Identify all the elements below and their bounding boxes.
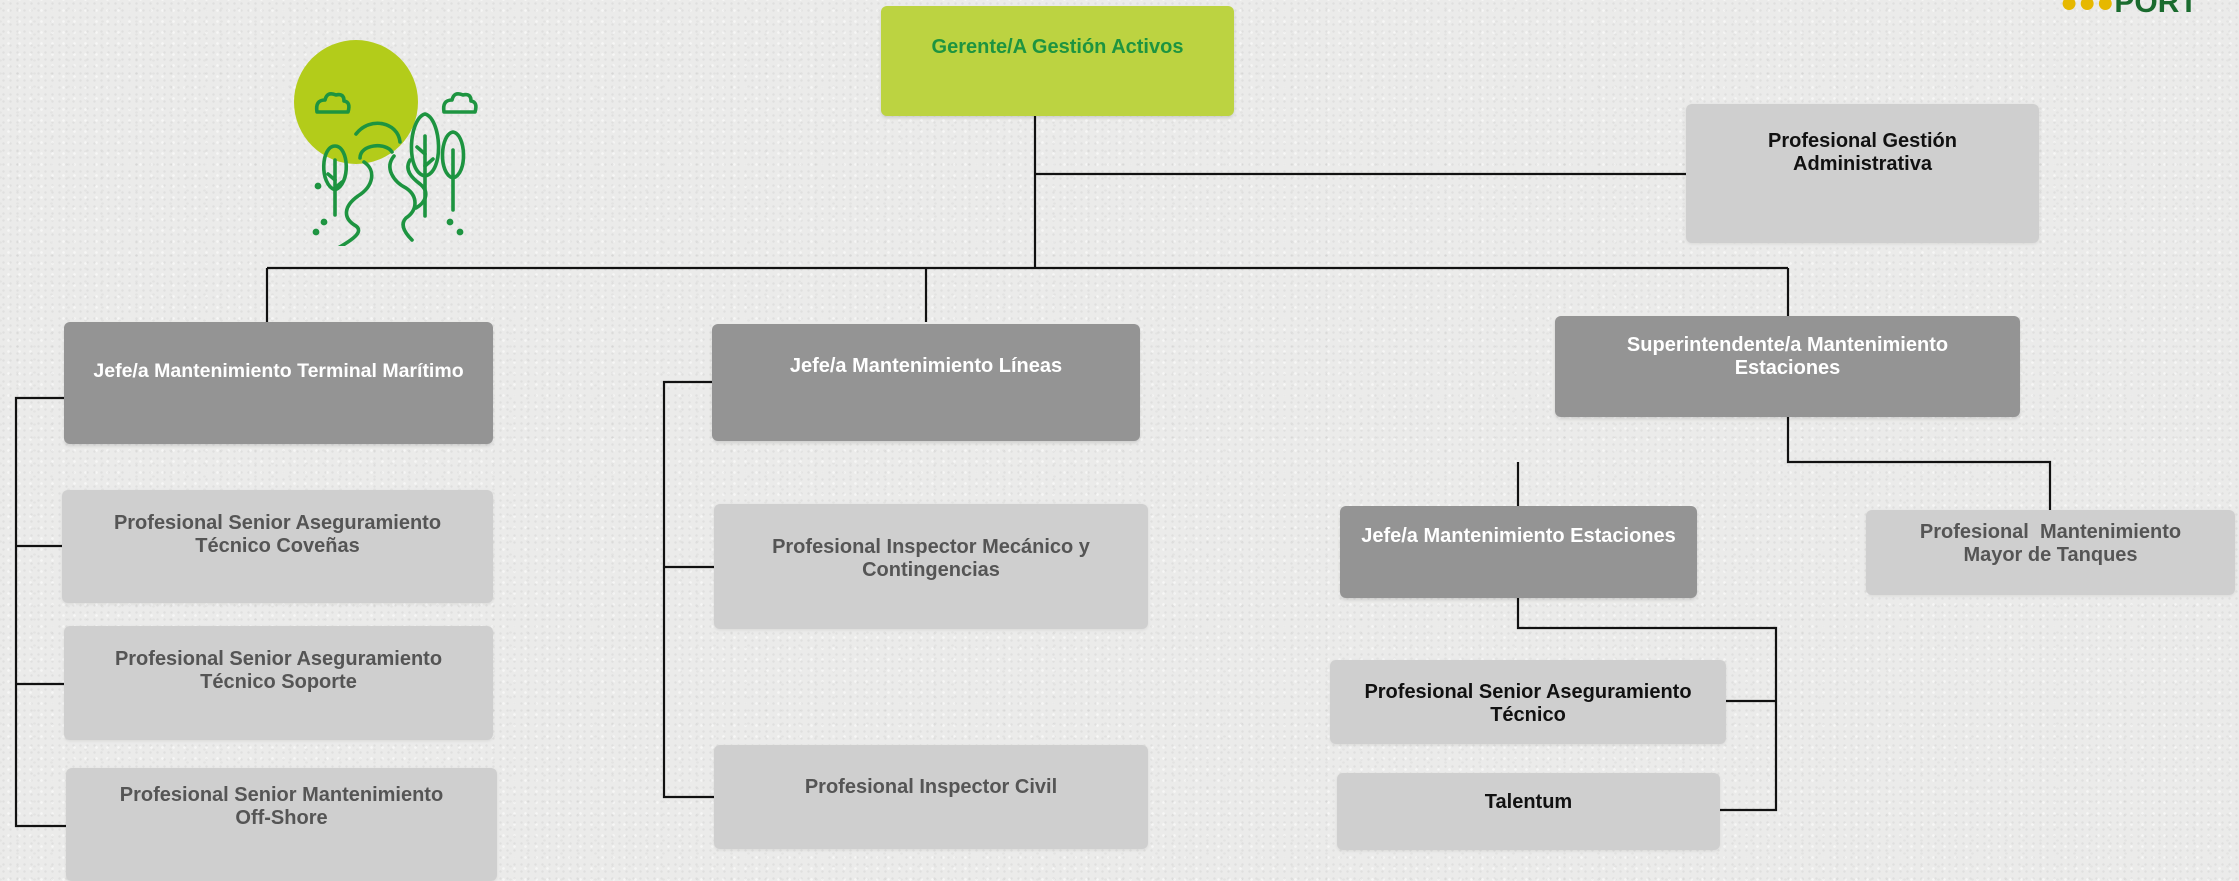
node-label: Gerente/A Gestión Activos [931,36,1184,58]
node-superintendente-estaciones: Superintendente/a Mantenimiento Estacion… [1555,316,2020,417]
node-jefe-terminal-maritimo: Jefe/a Mantenimiento Terminal Marítimo [64,322,493,444]
node-prof-sr-aseguramiento-covenas: Profesional Senior Aseguramiento Técnico… [62,490,493,603]
node-prof-inspector-civil: Profesional Inspector Civil [714,745,1148,849]
node-label: Profesional Mantenimiento Mayor de Tanqu… [1919,521,2187,566]
node-jefe-mantenimiento-estaciones: Jefe/a Mantenimiento Estaciones [1340,506,1697,598]
node-label: Profesional Senior Aseguramiento Técnico… [114,648,443,693]
node-label: Profesional Inspector Mecánico y Conting… [772,536,1090,581]
node-label: Profesional Senior Mantenimiento Off-Sho… [119,784,444,829]
node-label: Jefe/a Mantenimiento Líneas [789,355,1063,377]
node-prof-gestion-administrativa: Profesional Gestión Administrativa [1686,104,2039,243]
brand-dots-icon: ●●● [2060,0,2114,14]
node-label: Profesional Senior Aseguramiento Técnico [1364,681,1692,726]
node-gerente: Gerente/A Gestión Activos [881,6,1234,116]
node-label: Jefe/a Mantenimiento Terminal Marítimo [93,360,464,382]
node-label: Profesional Gestión Administrativa [1768,130,1957,175]
node-label: Profesional Senior Aseguramiento Técnico… [113,512,442,557]
brand-logo: ●●●PORT [2060,0,2239,14]
node-prof-sr-aseguramiento-soporte: Profesional Senior Aseguramiento Técnico… [64,626,493,740]
forest-river-sun-icon [294,40,478,246]
node-prof-mantenimiento-mayor-tanques: Profesional Mantenimiento Mayor de Tanqu… [1866,510,2235,595]
node-jefe-lineas: Jefe/a Mantenimiento Líneas [712,324,1140,441]
brand-text: PORT [2114,0,2197,14]
node-prof-sr-mantenimiento-offshore: Profesional Senior Mantenimiento Off-Sho… [66,768,497,881]
node-label: Profesional Inspector Civil [804,776,1058,798]
node-label: Jefe/a Mantenimiento Estaciones [1361,525,1676,547]
node-prof-sr-aseguramiento-tecnico: Profesional Senior Aseguramiento Técnico [1330,660,1726,744]
node-prof-inspector-mecanico: Profesional Inspector Mecánico y Conting… [714,504,1148,629]
node-label: Talentum [1484,791,1573,813]
node-talentum: Talentum [1337,773,1720,850]
node-label: Superintendente/a Mantenimiento Estacion… [1626,334,1949,379]
